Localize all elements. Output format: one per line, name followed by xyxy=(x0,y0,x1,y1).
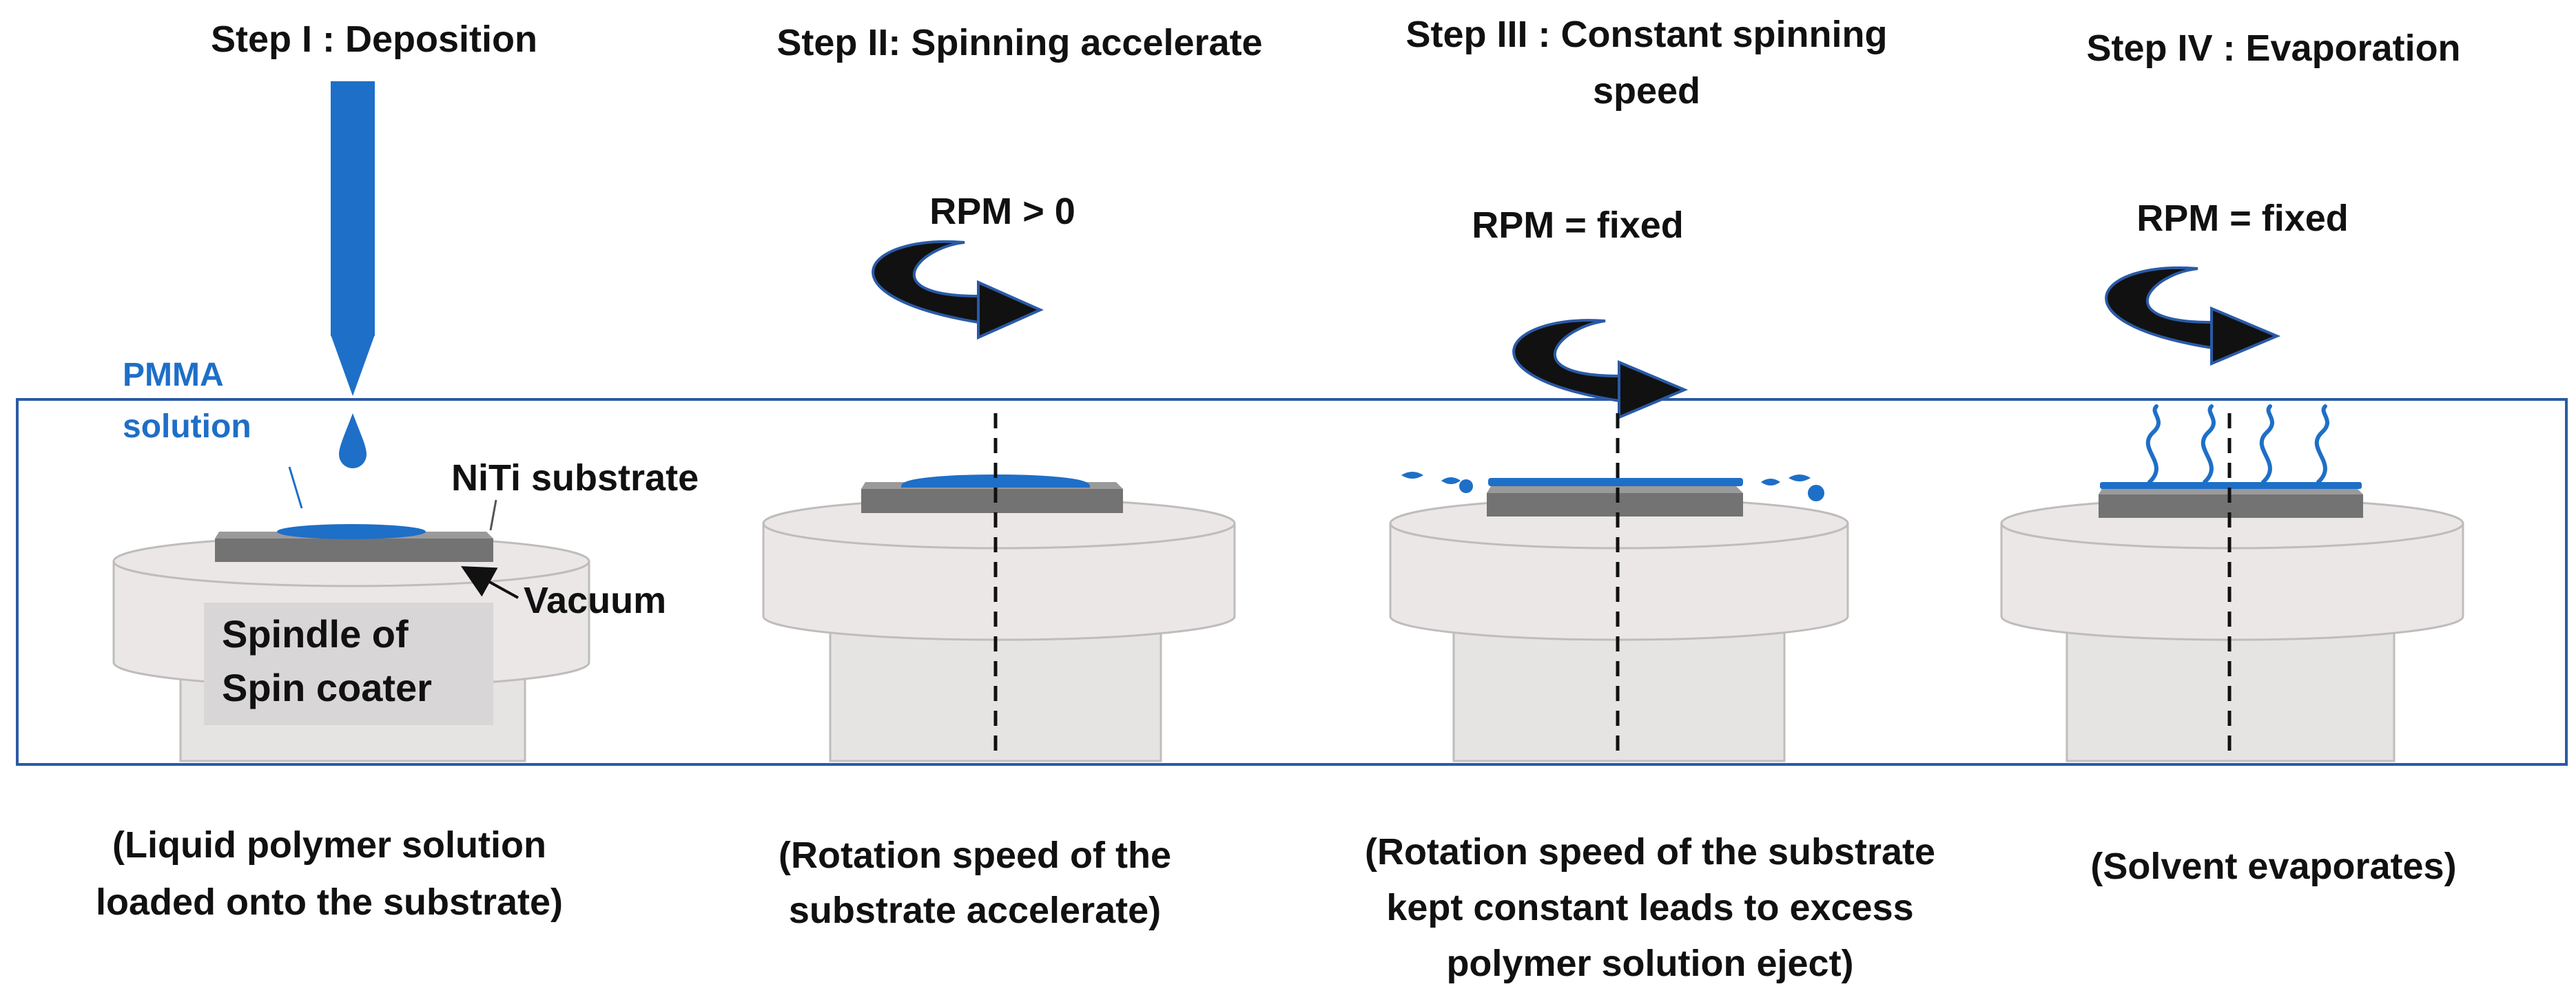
pmma-label-line1: PMMA xyxy=(123,357,224,393)
droplet-icon xyxy=(1459,479,1473,493)
rotation-arrow-icon xyxy=(2105,267,2281,366)
pmma-leader xyxy=(288,466,303,509)
spindle-label-box xyxy=(204,603,493,725)
droplet-icon xyxy=(1761,479,1780,486)
vacuum-arrow xyxy=(460,566,519,599)
niti-substrate xyxy=(1487,486,1743,493)
step-1-caption-line2: loaded onto the substrate) xyxy=(96,881,563,923)
step-3-rpm-label: RPM = fixed xyxy=(1472,205,1684,246)
droplet-icon xyxy=(1789,474,1811,481)
vapor-icon xyxy=(2145,404,2329,484)
rotation-arrow-icon xyxy=(872,240,1044,340)
step-4-rpm-label: RPM = fixed xyxy=(2136,198,2349,239)
step-3-title-line1: Step III : Constant spinning xyxy=(1406,14,1888,55)
step-4-title: Step IV : Evaporation xyxy=(2086,28,2460,69)
pmma-label-line2: solution xyxy=(123,408,251,445)
step-4-illustration xyxy=(2000,267,2464,762)
niti-substrate-label: NiTi substrate xyxy=(451,457,699,499)
step-1-caption-line1: (Liquid polymer solution xyxy=(112,824,546,866)
spindle-top xyxy=(1389,522,1849,641)
step-1-title: Step I : Deposition xyxy=(211,19,537,60)
ejected-droplets xyxy=(1401,472,1824,501)
step-1-illustration: PMMA solution NiTi substrate Vacuum Spin… xyxy=(112,81,699,762)
droplet-icon xyxy=(1401,472,1423,479)
pmma-film xyxy=(2100,482,2362,489)
dispenser-nozzle-icon xyxy=(331,81,375,396)
rotation-arrow-icon xyxy=(1512,319,1689,420)
spindle-label-line2: Spin coater xyxy=(222,666,432,709)
niti-leader xyxy=(489,499,497,531)
step-2-caption-line1: (Rotation speed of the xyxy=(779,835,1171,876)
droplet-icon xyxy=(1441,477,1461,484)
step-3-caption-line2: kept constant leads to excess xyxy=(1386,887,1913,928)
spindle-label-line1: Spindle of xyxy=(222,612,409,656)
step-3-caption-line3: polymer solution eject) xyxy=(1446,943,1853,984)
step-3-illustration xyxy=(1389,319,1849,762)
step-3-caption-line1: (Rotation speed of the substrate xyxy=(1365,831,1935,873)
step-4-caption: (Solvent evaporates) xyxy=(2090,846,2456,887)
step-2-illustration xyxy=(762,240,1236,762)
pmma-film xyxy=(900,474,1091,488)
pmma-film xyxy=(1488,478,1743,486)
step-2-rpm-label: RPM > 0 xyxy=(929,191,1075,232)
spindle-top xyxy=(762,522,1236,641)
step-2-caption-line2: substrate accelerate) xyxy=(789,890,1161,931)
step-2-title: Step II: Spinning accelerate xyxy=(776,22,1262,63)
pmma-puddle xyxy=(277,524,426,539)
spindle-top xyxy=(2000,522,2464,641)
vacuum-label: Vacuum xyxy=(524,580,666,621)
process-frame xyxy=(16,398,2568,766)
droplet-icon xyxy=(339,413,367,468)
droplet-icon xyxy=(1808,485,1824,501)
step-3-title-line2: speed xyxy=(1593,70,1700,112)
